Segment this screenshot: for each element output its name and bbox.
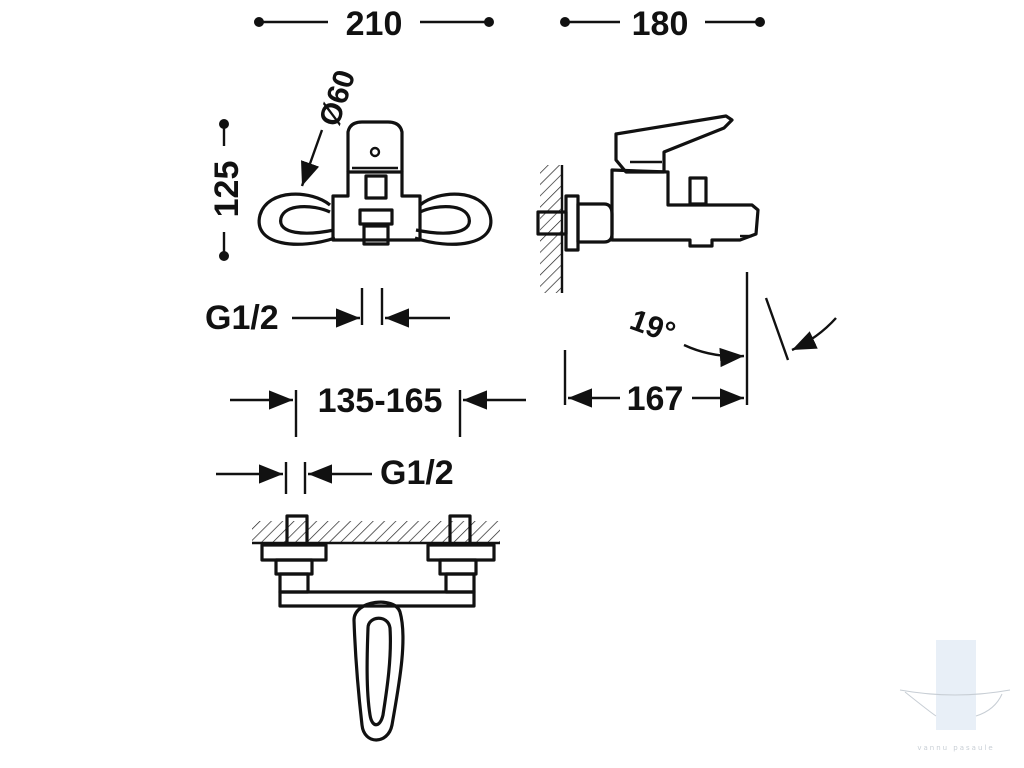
dimension-width-210: 210 [254,5,494,43]
watermark-logo: vannu pasaule [899,640,1011,752]
watermark-text: vannu pasaule [917,744,994,752]
dimension-label-g12-top: G1/2 [380,454,454,492]
dimension-centers: 135-165 [230,382,526,437]
top-view [252,514,500,742]
dimension-label-210: 210 [346,5,403,43]
dimension-thread-front: G1/2 [205,288,450,337]
dimension-label-167: 167 [627,380,684,418]
dimension-label-diameter: Ø60 [313,66,362,130]
dimension-label-125: 125 [208,161,246,218]
dimension-thread-top: G1/2 [216,454,454,494]
dimension-label-angle: 19° [626,304,680,351]
dimension-projection-167: 167 [563,350,744,418]
dimension-label-180: 180 [632,5,689,43]
dimension-label-centers: 135-165 [318,382,443,420]
side-view [536,114,760,293]
dimension-height-125: 125 [208,119,246,261]
dimension-depth-180: 180 [560,5,765,43]
front-view: Ø60 [257,66,493,246]
dimension-label-g12-front: G1/2 [205,299,279,337]
